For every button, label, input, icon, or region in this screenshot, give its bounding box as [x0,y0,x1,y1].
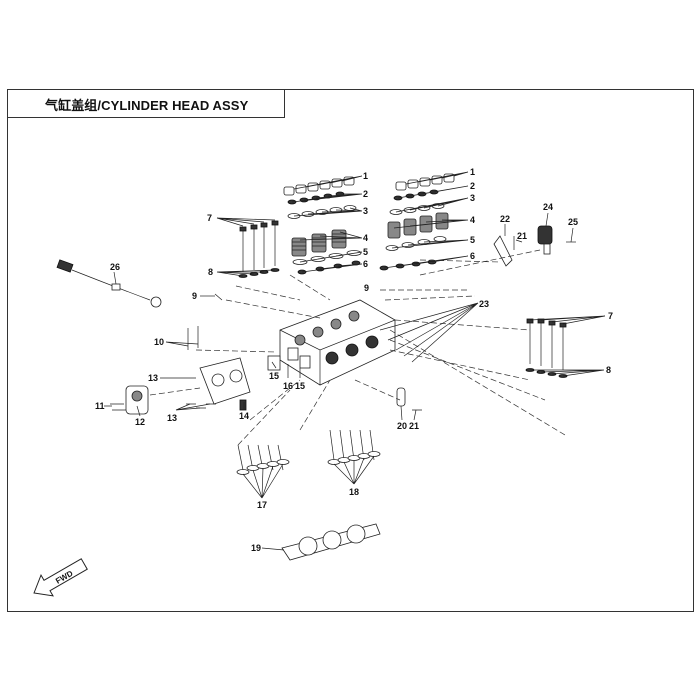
callout-8-left: 8 [208,267,213,277]
callout-9: 9 [192,291,197,301]
callout-15-right: 15 [295,381,305,391]
callout-9-upper: 9 [364,283,369,293]
callout-7-right: 7 [608,311,613,321]
callout-4-left: 4 [363,233,368,243]
cylinder-head-block [279,299,396,386]
head-bolts-left [238,220,280,278]
leader-lines [104,171,606,551]
callout-17: 17 [257,500,267,510]
callout-6-left: 6 [363,259,368,269]
callout-18: 18 [349,487,359,497]
diagram-frame [7,89,694,612]
callout-21-lower: 21 [409,421,419,431]
callout-25: 25 [568,217,578,227]
callout-16: 16 [283,381,293,391]
valve-cap-row-right [395,173,455,191]
callout-8-right: 8 [606,365,611,375]
callout-13-lower: 13 [167,413,177,423]
page-title: 气缸盖组/CYLINDER HEAD ASSY [45,98,249,113]
callout-22: 22 [500,214,510,224]
callout-3-left: 3 [363,206,368,216]
callout-1-left: 1 [363,171,368,181]
title-box [7,89,285,118]
callout-2-left: 2 [363,189,368,199]
left-valve-stack [283,176,362,275]
head-gasket [281,523,381,561]
callout-15-left: 15 [269,371,279,381]
right-valve-stack [379,173,455,271]
sensor-cable [56,259,162,308]
head-bolts-right [525,318,568,378]
fwd-arrow: FWD [33,558,88,597]
callout-11: 11 [95,401,105,411]
callout-12: 12 [135,417,145,427]
callout-23: 23 [479,299,489,309]
valve-spring-row-left [291,229,347,257]
callout-5-right: 5 [470,235,475,245]
misc-parts [110,225,576,415]
callout-5-left: 5 [363,247,368,257]
callout-7-left: 7 [207,213,212,223]
callout-labels: 1 2 3 4 5 6 1 2 3 4 5 6 7 8 7 8 9 9 10 1… [95,167,613,553]
callout-26: 26 [110,262,120,272]
callout-14: 14 [239,411,249,421]
callout-19: 19 [251,543,261,553]
valve-seat-row-left [292,250,362,275]
callout-24: 24 [543,202,553,212]
callout-3-right: 3 [470,193,475,203]
callout-2-right: 2 [470,181,475,191]
callout-4-right: 4 [470,215,475,225]
assembly-lines [149,249,566,446]
callout-1-right: 1 [470,167,475,177]
callout-13-upper: 13 [148,373,158,383]
callout-20: 20 [397,421,407,431]
callout-10: 10 [154,337,164,347]
callout-21-upper: 21 [517,231,527,241]
callout-6-right: 6 [470,251,475,261]
valves [236,429,381,475]
